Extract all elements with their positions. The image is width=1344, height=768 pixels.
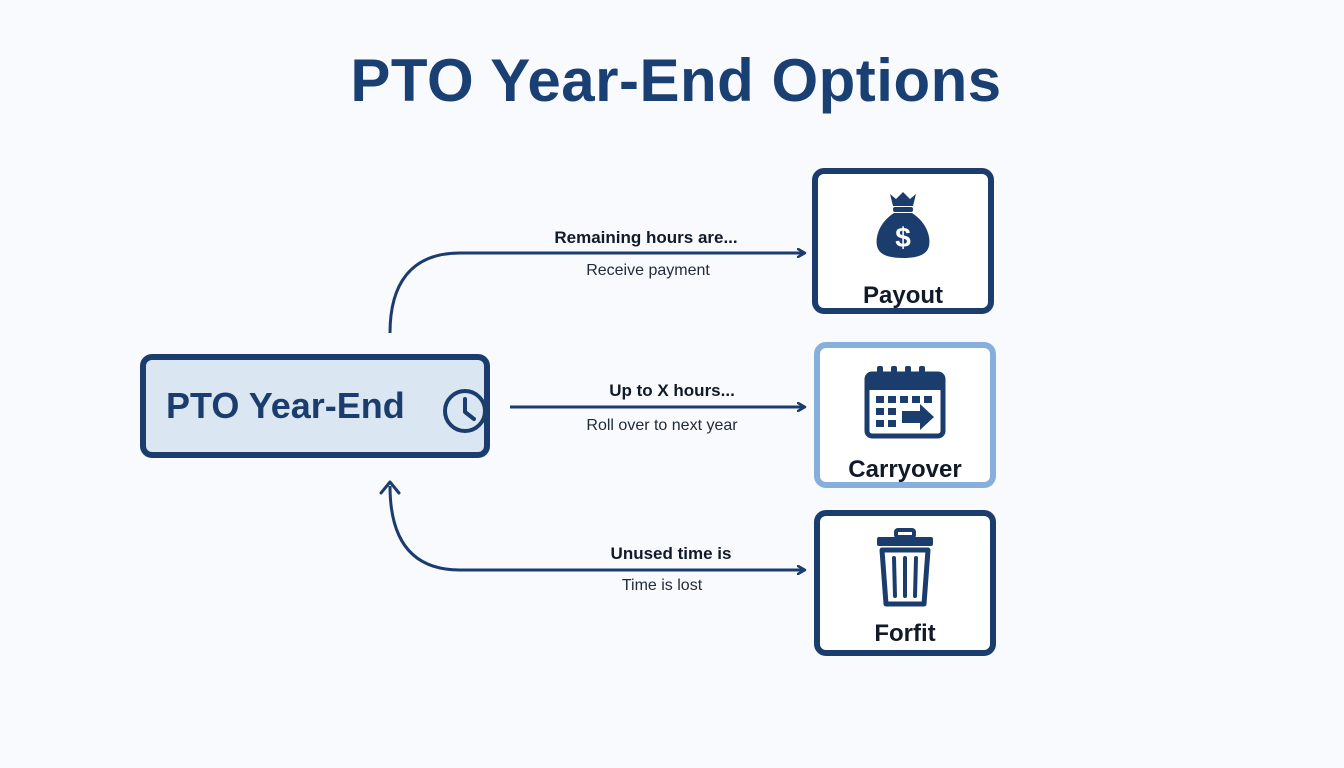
option-payout: $ Payout (812, 168, 994, 314)
source-label: PTO Year-End (166, 385, 405, 426)
edge-sublabel-carryover: Roll over to next year (586, 417, 738, 434)
edge-label-forfit: Unused time is (610, 544, 732, 563)
money-bag-icon: $ (876, 192, 930, 258)
calendar-arrow-icon (864, 366, 946, 439)
arrow-to-forfit (388, 485, 461, 572)
option-carryover: Carryover (814, 342, 996, 488)
edge-label-payout: Remaining hours are... (554, 228, 738, 247)
edge-sublabel-forfit: Time is lost (621, 577, 703, 594)
edge-label-carryover: Up to X hours... (609, 381, 735, 400)
option-forfit: Forfit (814, 510, 996, 656)
source-box: PTO Year-End (140, 354, 490, 458)
page-title: PTO Year-End Options (350, 47, 1002, 114)
option-label-forfit: Forfit (874, 620, 936, 647)
edge-sublabel-payout: Receive payment (586, 262, 710, 279)
svg-text:$: $ (895, 222, 911, 253)
option-label-payout: Payout (862, 282, 943, 309)
arrow-to-payout (388, 253, 805, 334)
option-label-carryover: Carryover (848, 456, 962, 483)
arrow-up-head (379, 480, 401, 495)
trash-can-icon (877, 528, 933, 607)
clock-icon (443, 389, 487, 433)
